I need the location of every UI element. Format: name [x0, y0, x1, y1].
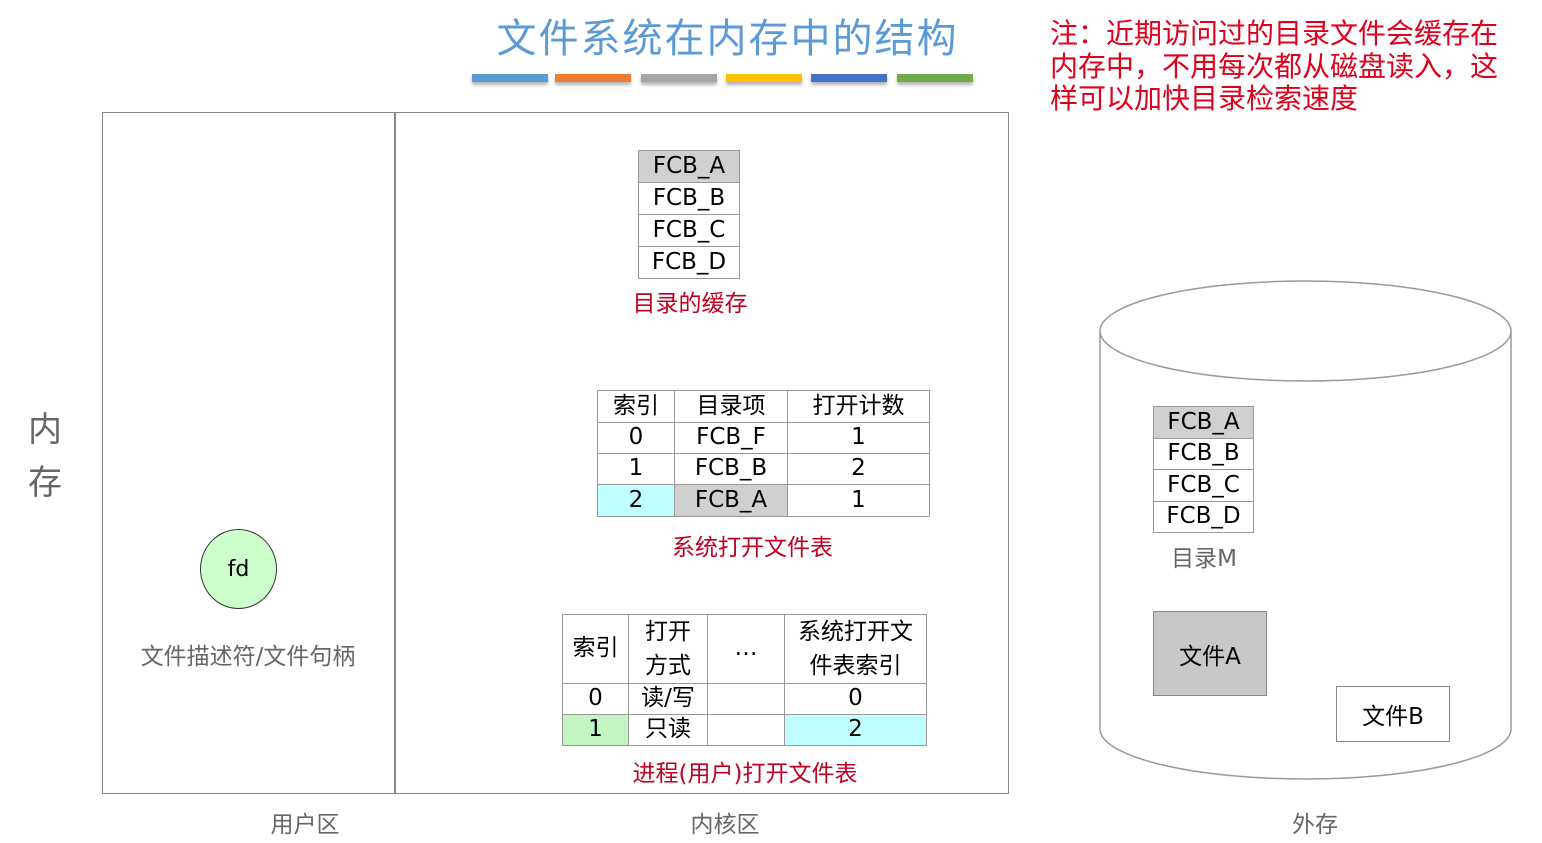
cell: 2 — [597, 484, 675, 517]
disk-dir-table: FCB_A FCB_B FCB_C FCB_D — [1153, 406, 1254, 533]
disk-dir-caption: 目录M — [1171, 546, 1237, 572]
cell: 0 — [784, 683, 927, 715]
header-cell: … — [707, 614, 785, 684]
file-a-box: 文件A — [1153, 611, 1267, 696]
cell — [707, 714, 785, 746]
memory-label-1: 内 — [28, 410, 62, 450]
note-text: 注：近期访问过的目录文件会缓存在内存中，不用每次都从磁盘读入，这样可以加快目录检… — [1050, 17, 1499, 115]
cell: 1 — [787, 422, 930, 454]
header-cell: 目录项 — [674, 390, 788, 423]
file-b-box: 文件B — [1336, 686, 1450, 742]
header-cell-mode: 打开方式 — [628, 614, 708, 684]
header-cell-sysidx: 系统打开文件表索引 — [784, 614, 927, 684]
page-title: 文件系统在内存中的结构 — [496, 16, 959, 62]
cell: 只读 — [628, 714, 708, 746]
cell — [707, 683, 785, 715]
title-bar-orange — [555, 74, 631, 82]
memory-label-2: 存 — [28, 463, 62, 503]
kernel-area-label: 内核区 — [690, 812, 760, 838]
dir-cache-item: FCB_C — [638, 214, 740, 247]
fd-circle: fd — [200, 529, 277, 609]
header-mode-text: 打开方式 — [645, 619, 691, 679]
title-bar-green — [897, 74, 973, 82]
disk-dir-item: FCB_A — [1153, 406, 1254, 439]
external-label: 外存 — [1292, 812, 1338, 838]
sys-open-table-caption: 系统打开文件表 — [672, 535, 833, 561]
dir-cache-item: FCB_A — [638, 150, 740, 183]
user-kernel-divider — [394, 112, 396, 794]
user-area-label: 用户区 — [270, 812, 340, 838]
proc-open-table-caption: 进程(用户)打开文件表 — [632, 761, 858, 787]
cell: 2 — [787, 453, 930, 485]
disk-dir-item: FCB_C — [1153, 469, 1254, 502]
dir-cache-table: FCB_A FCB_B FCB_C FCB_D — [638, 150, 740, 279]
dir-cache-item: FCB_B — [638, 182, 740, 215]
header-cell: 打开计数 — [787, 390, 930, 423]
disk-dir-item: FCB_D — [1153, 501, 1254, 533]
memory-box — [102, 112, 1009, 794]
cell: FCB_A — [674, 484, 788, 517]
cell: FCB_F — [674, 422, 788, 454]
title-bar-darkblue — [811, 74, 887, 82]
dir-cache-caption: 目录的缓存 — [632, 291, 748, 317]
title-bar-yellow — [726, 74, 802, 82]
header-cell: 索引 — [597, 390, 675, 423]
title-bar-gray — [641, 74, 717, 82]
cell: 1 — [562, 714, 629, 746]
title-bar-blue — [472, 74, 548, 82]
dir-cache-item: FCB_D — [638, 246, 740, 279]
fd-caption: 文件描述符/文件句柄 — [140, 644, 356, 670]
cell: 2 — [784, 714, 927, 746]
cell: 1 — [787, 484, 930, 517]
header-cell: 索引 — [562, 614, 629, 684]
disk-dir-item: FCB_B — [1153, 438, 1254, 470]
